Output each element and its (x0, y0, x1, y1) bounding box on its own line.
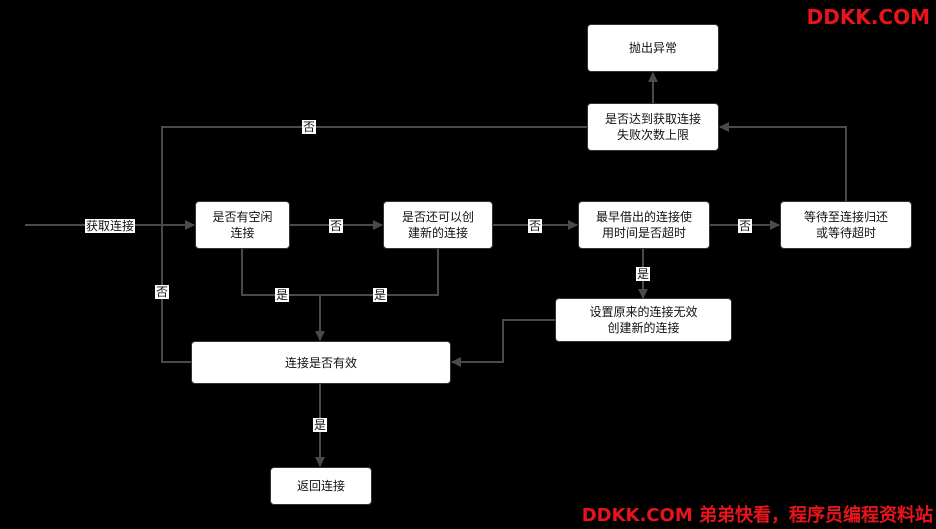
node-earliest-timeout: 最早借出的连接使用时间是否超时 (578, 201, 710, 249)
label-no-create: 否 (527, 219, 543, 233)
label-no-limit: 否 (301, 120, 317, 134)
label-no-timeout: 否 (737, 219, 753, 233)
node-text: 等待至连接归还或等待超时 (804, 209, 888, 241)
node-text-line: 用时间是否超时 (601, 226, 686, 240)
node-wait: 等待至连接归还或等待超时 (780, 201, 912, 249)
label-yes-create: 是 (372, 288, 388, 302)
label-no-valid: 否 (154, 285, 170, 299)
node-is-valid: 连接是否有效 (191, 341, 451, 384)
node-text: 最早借出的连接使用时间是否超时 (596, 209, 692, 241)
node-has-idle: 是否有空闲连接 (195, 201, 290, 249)
label-yes-valid: 是 (312, 418, 328, 432)
edge-set-invalid-to-valid (451, 319, 556, 367)
node-text-line: 失败次数上限 (616, 128, 689, 142)
node-text-line: 创建新的连接 (607, 321, 680, 335)
node-text-line: 是否达到获取连接 (604, 112, 701, 126)
node-text-line: 最早借出的连接使 (595, 210, 692, 224)
node-text: 是否达到获取连接失败次数上限 (605, 111, 701, 143)
edge-limit-no-loop (161, 126, 588, 225)
node-text: 是否还可以创建新的连接 (402, 209, 474, 241)
edge-valid-no-loop (161, 225, 191, 363)
label-yes-idle: 是 (274, 288, 290, 302)
edge-has-idle-yes (241, 249, 439, 296)
node-text-line: 设置原来的连接无效 (589, 305, 698, 319)
node-text-line: 等待至连接归还 (803, 210, 888, 224)
node-can-create: 是否还可以创建新的连接 (383, 201, 493, 249)
node-text-line: 连接 (230, 226, 255, 240)
node-text-line: 是否还可以创 (401, 210, 474, 224)
node-text-line: 建新的连接 (407, 226, 468, 240)
node-return-connection: 返回连接 (270, 467, 372, 505)
node-reached-limit: 是否达到获取连接失败次数上限 (587, 103, 719, 151)
node-text: 连接是否有效 (285, 355, 357, 371)
label-yes-timeout: 是 (635, 267, 651, 281)
watermark-bottom: DDKK.COM 弟弟快看，程序员编程资料站 (581, 505, 933, 526)
node-text-line: 连接是否有效 (284, 355, 357, 370)
node-text-line: 是否有空闲 (212, 210, 273, 224)
node-text: 设置原来的连接无效创建新的连接 (589, 304, 697, 336)
node-throw-exception: 抛出异常 (587, 24, 719, 72)
watermark-top: DDKK.COM (806, 5, 930, 29)
node-text-line: 返回连接 (296, 479, 345, 493)
node-text: 返回连接 (297, 478, 345, 494)
node-text: 是否有空闲连接 (212, 209, 272, 241)
node-text-line: 抛出异常 (628, 41, 677, 55)
edge-wait-to-limit (719, 122, 847, 202)
node-text: 抛出异常 (629, 40, 677, 56)
label-no-idle: 否 (328, 219, 344, 233)
node-text-line: 或等待超时 (815, 226, 876, 240)
label-get-connection: 获取连接 (84, 219, 136, 233)
node-set-invalid: 设置原来的连接无效创建新的连接 (555, 298, 732, 342)
